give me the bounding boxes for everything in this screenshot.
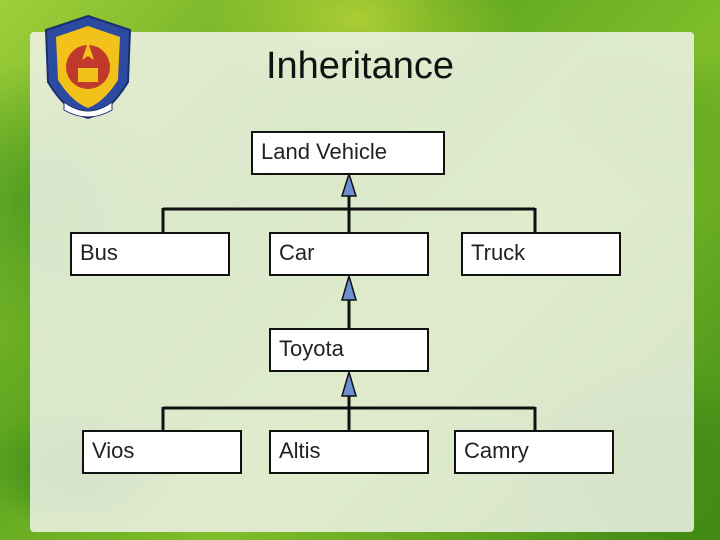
- node-toyota: Toyota: [269, 328, 429, 372]
- node-vios: Vios: [82, 430, 242, 474]
- node-camry: Camry: [454, 430, 614, 474]
- node-truck: Truck: [461, 232, 621, 276]
- node-land-vehicle: Land Vehicle: [251, 131, 445, 175]
- inheritance-arrowhead: [341, 369, 357, 397]
- inheritance-arrowhead: [340, 171, 358, 197]
- slide-title: Inheritance: [265, 45, 454, 87]
- inheritance-arrowhead: [341, 273, 357, 301]
- node-altis: Altis: [269, 430, 429, 474]
- university-seal-logo: [44, 14, 132, 120]
- node-car: Car: [269, 232, 429, 276]
- node-bus: Bus: [70, 232, 230, 276]
